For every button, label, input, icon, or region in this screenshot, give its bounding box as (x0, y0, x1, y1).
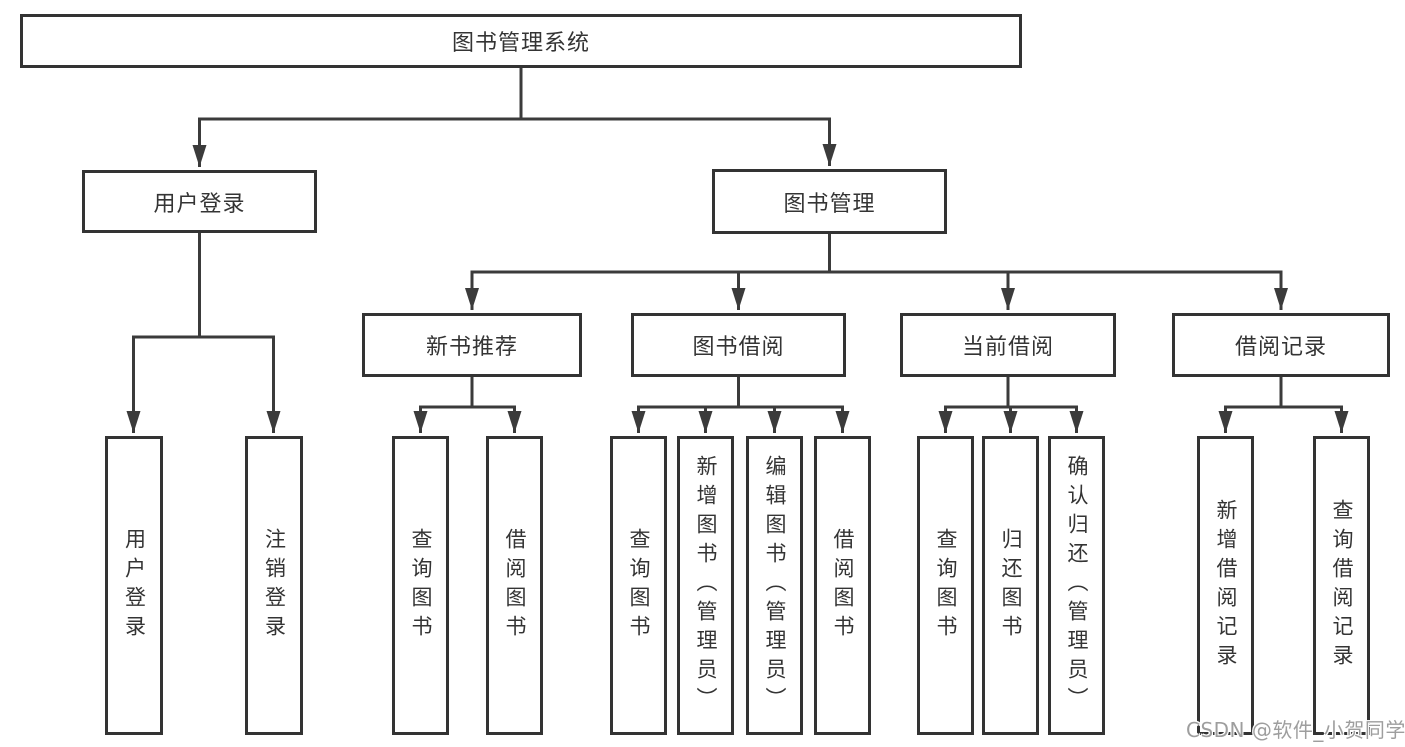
node-label: 借阅图书 (503, 527, 527, 644)
leaf-user-login: 用户登录 (105, 436, 163, 735)
node-label: 编辑图书（管理员） (763, 455, 787, 716)
leaf-edit-book-admin: 编辑图书（管理员） (746, 436, 803, 735)
node-book-management: 图书管理 (712, 169, 947, 234)
leaf-return-books: 归还图书 (982, 436, 1039, 735)
leaf-borrow-books-1: 借阅图书 (486, 436, 543, 735)
node-new-book-recommend: 新书推荐 (362, 313, 582, 377)
leaf-add-book-admin: 新增图书（管理员） (677, 436, 734, 735)
node-label: 图书管理系统 (451, 31, 590, 56)
leaf-query-borrow-record: 查询借阅记录 (1313, 436, 1370, 735)
node-label: 图书管理 (783, 191, 876, 217)
node-library-management-system: 图书管理系统 (20, 14, 1022, 68)
node-label: 归还图书 (999, 527, 1023, 644)
node-label: 新增借阅记录 (1214, 498, 1238, 673)
node-user-login: 用户登录 (82, 170, 317, 233)
node-book-borrowing: 图书借阅 (631, 313, 846, 377)
leaf-logout: 注销登录 (245, 436, 303, 735)
node-label: 确认归还（管理员） (1065, 455, 1089, 716)
csdn-watermark: CSDN @软件_小贺同学 (1186, 718, 1405, 742)
node-borrowing-records: 借阅记录 (1172, 313, 1390, 377)
node-label: 查询图书 (627, 527, 651, 644)
leaf-query-books-2: 查询图书 (610, 436, 667, 735)
leaf-query-books-3: 查询图书 (917, 436, 974, 735)
node-label: 查询借阅记录 (1330, 498, 1354, 673)
leaf-add-borrow-record: 新增借阅记录 (1197, 436, 1254, 735)
node-label: 查询图书 (934, 527, 958, 644)
node-label: 借阅图书 (831, 527, 855, 644)
leaf-query-books-1: 查询图书 (392, 436, 449, 735)
node-label: 注销登录 (262, 527, 287, 644)
leaf-confirm-return-admin: 确认归还（管理员） (1048, 436, 1105, 735)
node-label: 新书推荐 (425, 335, 518, 360)
node-label: 图书借阅 (692, 335, 785, 360)
leaf-borrow-books-2: 借阅图书 (814, 436, 871, 735)
node-current-borrowing: 当前借阅 (900, 313, 1116, 377)
node-label: 用户登录 (122, 527, 147, 644)
node-label: 新增图书（管理员） (694, 455, 718, 716)
node-label: 借阅记录 (1234, 335, 1327, 360)
node-label: 查询图书 (409, 527, 433, 644)
node-label: 用户登录 (153, 191, 246, 217)
node-label: 当前借阅 (961, 335, 1054, 360)
